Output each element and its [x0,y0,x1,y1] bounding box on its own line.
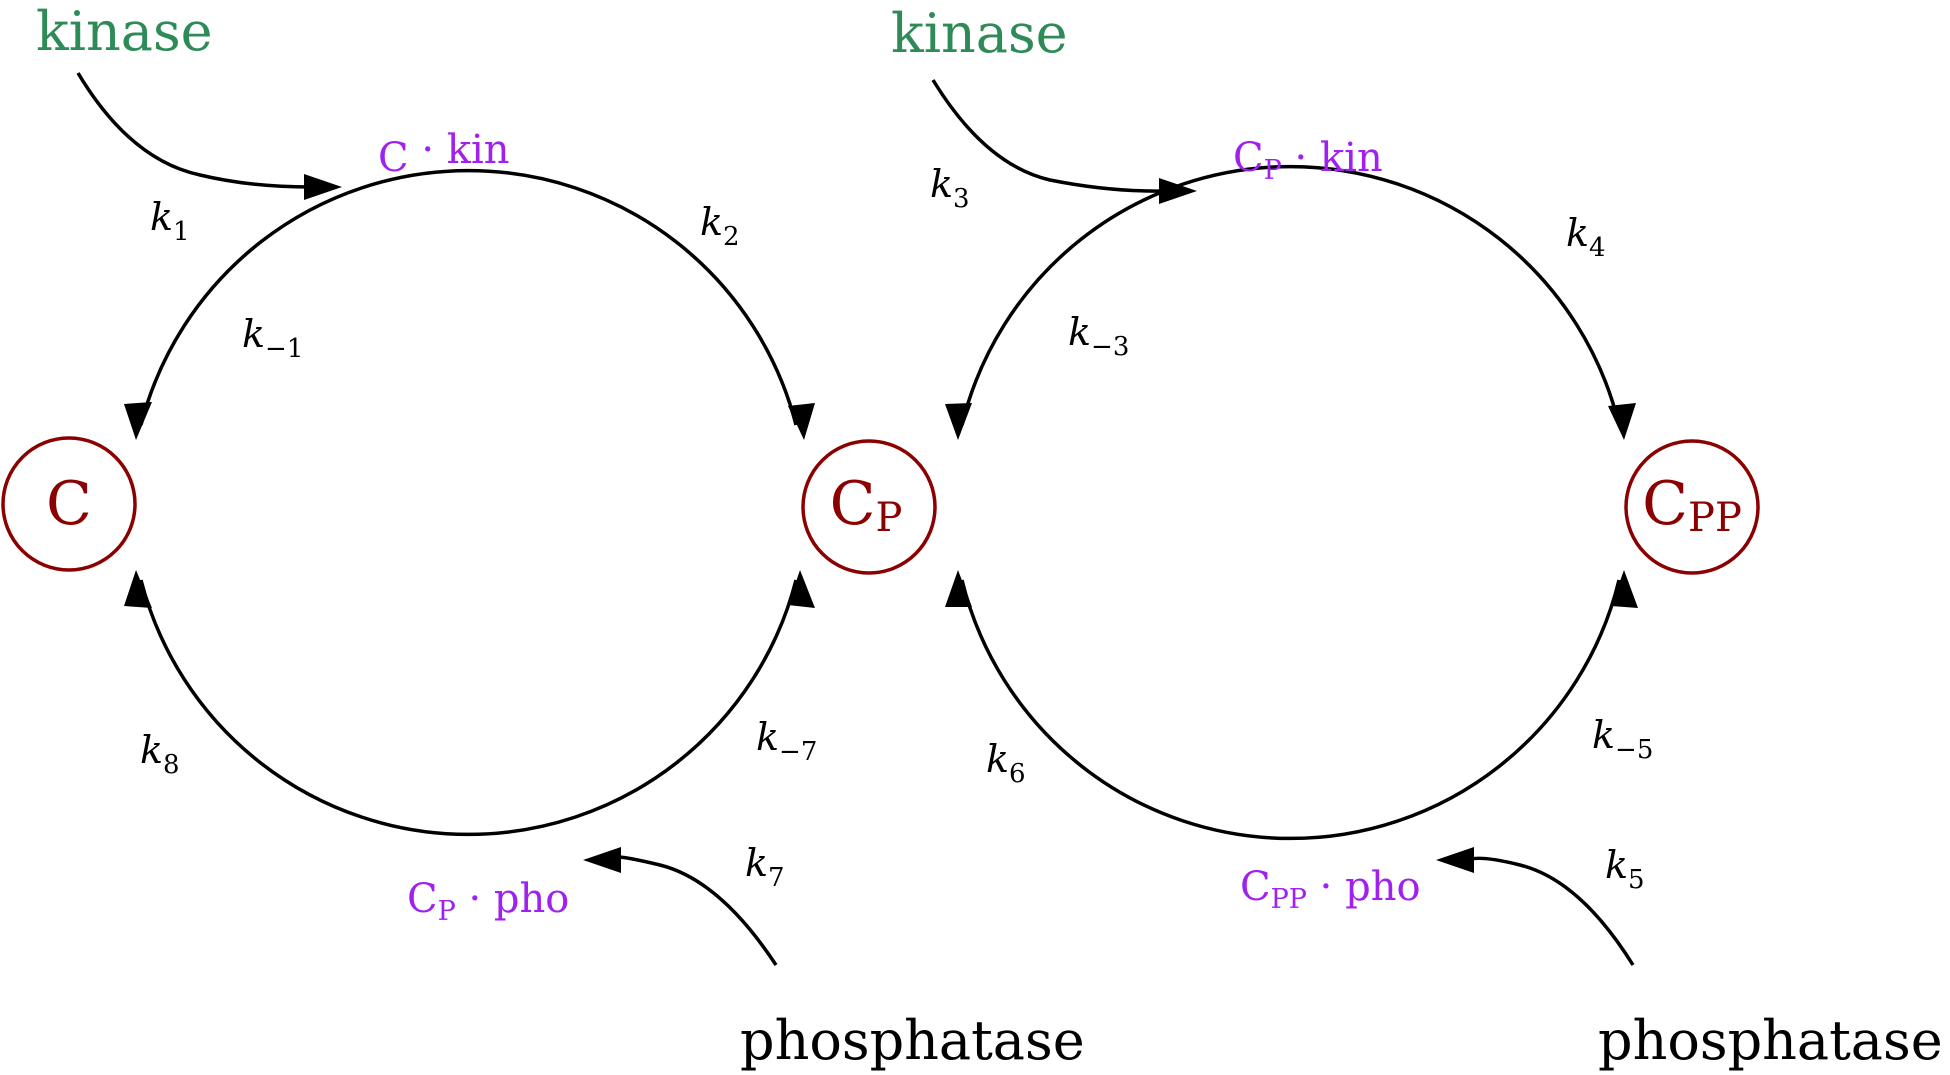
arrowhead-phosphatase-2 [1436,847,1474,873]
arc-c-to-cp-bottom [139,579,798,837]
rate-k8: k8 [140,728,180,780]
kinase-label-2: kinase [891,2,1068,65]
rate-k3: k3 [930,162,970,214]
state-c: C [1,436,137,572]
arrowhead-into-cp-bottom [788,570,815,608]
arrowhead-kinase-1 [304,174,342,200]
arrow-kinase-2-feed [931,79,1166,193]
phosphatase-label-2: phosphatase [1598,1009,1943,1072]
state-c-circle [1,436,137,572]
state-cp-label: CP [830,469,903,541]
arrow-phosphatase-2-feed [1467,856,1635,966]
arrowhead-phosphatase-1 [583,847,621,873]
state-cpp: CPP [1624,439,1760,575]
complex-cpp-pho-label: CPP · pho [1240,864,1421,915]
rate-k-minus-1: k−1 [242,312,303,364]
complex-c-kin-label: C · kin [378,127,510,181]
state-c-label: C [46,469,92,539]
rate-k7: k7 [745,841,785,893]
rate-k1: k1 [150,195,190,247]
arrowhead-into-c-bottom [124,570,152,608]
complex-cp-pho-label: CP · pho [407,876,569,927]
arrowhead-into-cpp-bottom [1611,570,1638,608]
rate-k-minus-5: k−5 [1592,713,1653,765]
state-cp: CP [801,439,937,575]
rate-k5: k5 [1605,843,1645,895]
rate-k6: k6 [986,737,1026,789]
arrowhead-into-cpp-top [1608,403,1636,440]
state-cp-circle [801,439,937,575]
state-cpp-circle [1624,439,1760,575]
arrow-kinase-1-feed [76,72,311,189]
arrowhead-into-cp-top [788,403,815,440]
rate-k4: k4 [1566,211,1606,263]
complex-cp-kin-label: CP · kin [1233,135,1383,186]
arrowhead-into-cp-right-bottom [945,570,972,607]
rate-k2: k2 [700,200,740,252]
arc-c-to-cp-top [139,168,798,426]
state-cpp-label: CPP [1642,469,1742,541]
rate-k-minus-7: k−7 [756,715,817,767]
arc-cp-to-cpp-bottom [960,579,1621,841]
kinase-label-1: kinase [36,0,213,63]
rate-k-minus-3: k−3 [1068,310,1129,362]
arrowhead-kinase-2 [1159,178,1197,204]
arrowhead-into-c-top [124,402,152,440]
arrowhead-into-cp-right-top [945,403,972,440]
arc-cp-to-cpp-top [960,164,1621,426]
phosphatase-label-1: phosphatase [740,1009,1085,1072]
